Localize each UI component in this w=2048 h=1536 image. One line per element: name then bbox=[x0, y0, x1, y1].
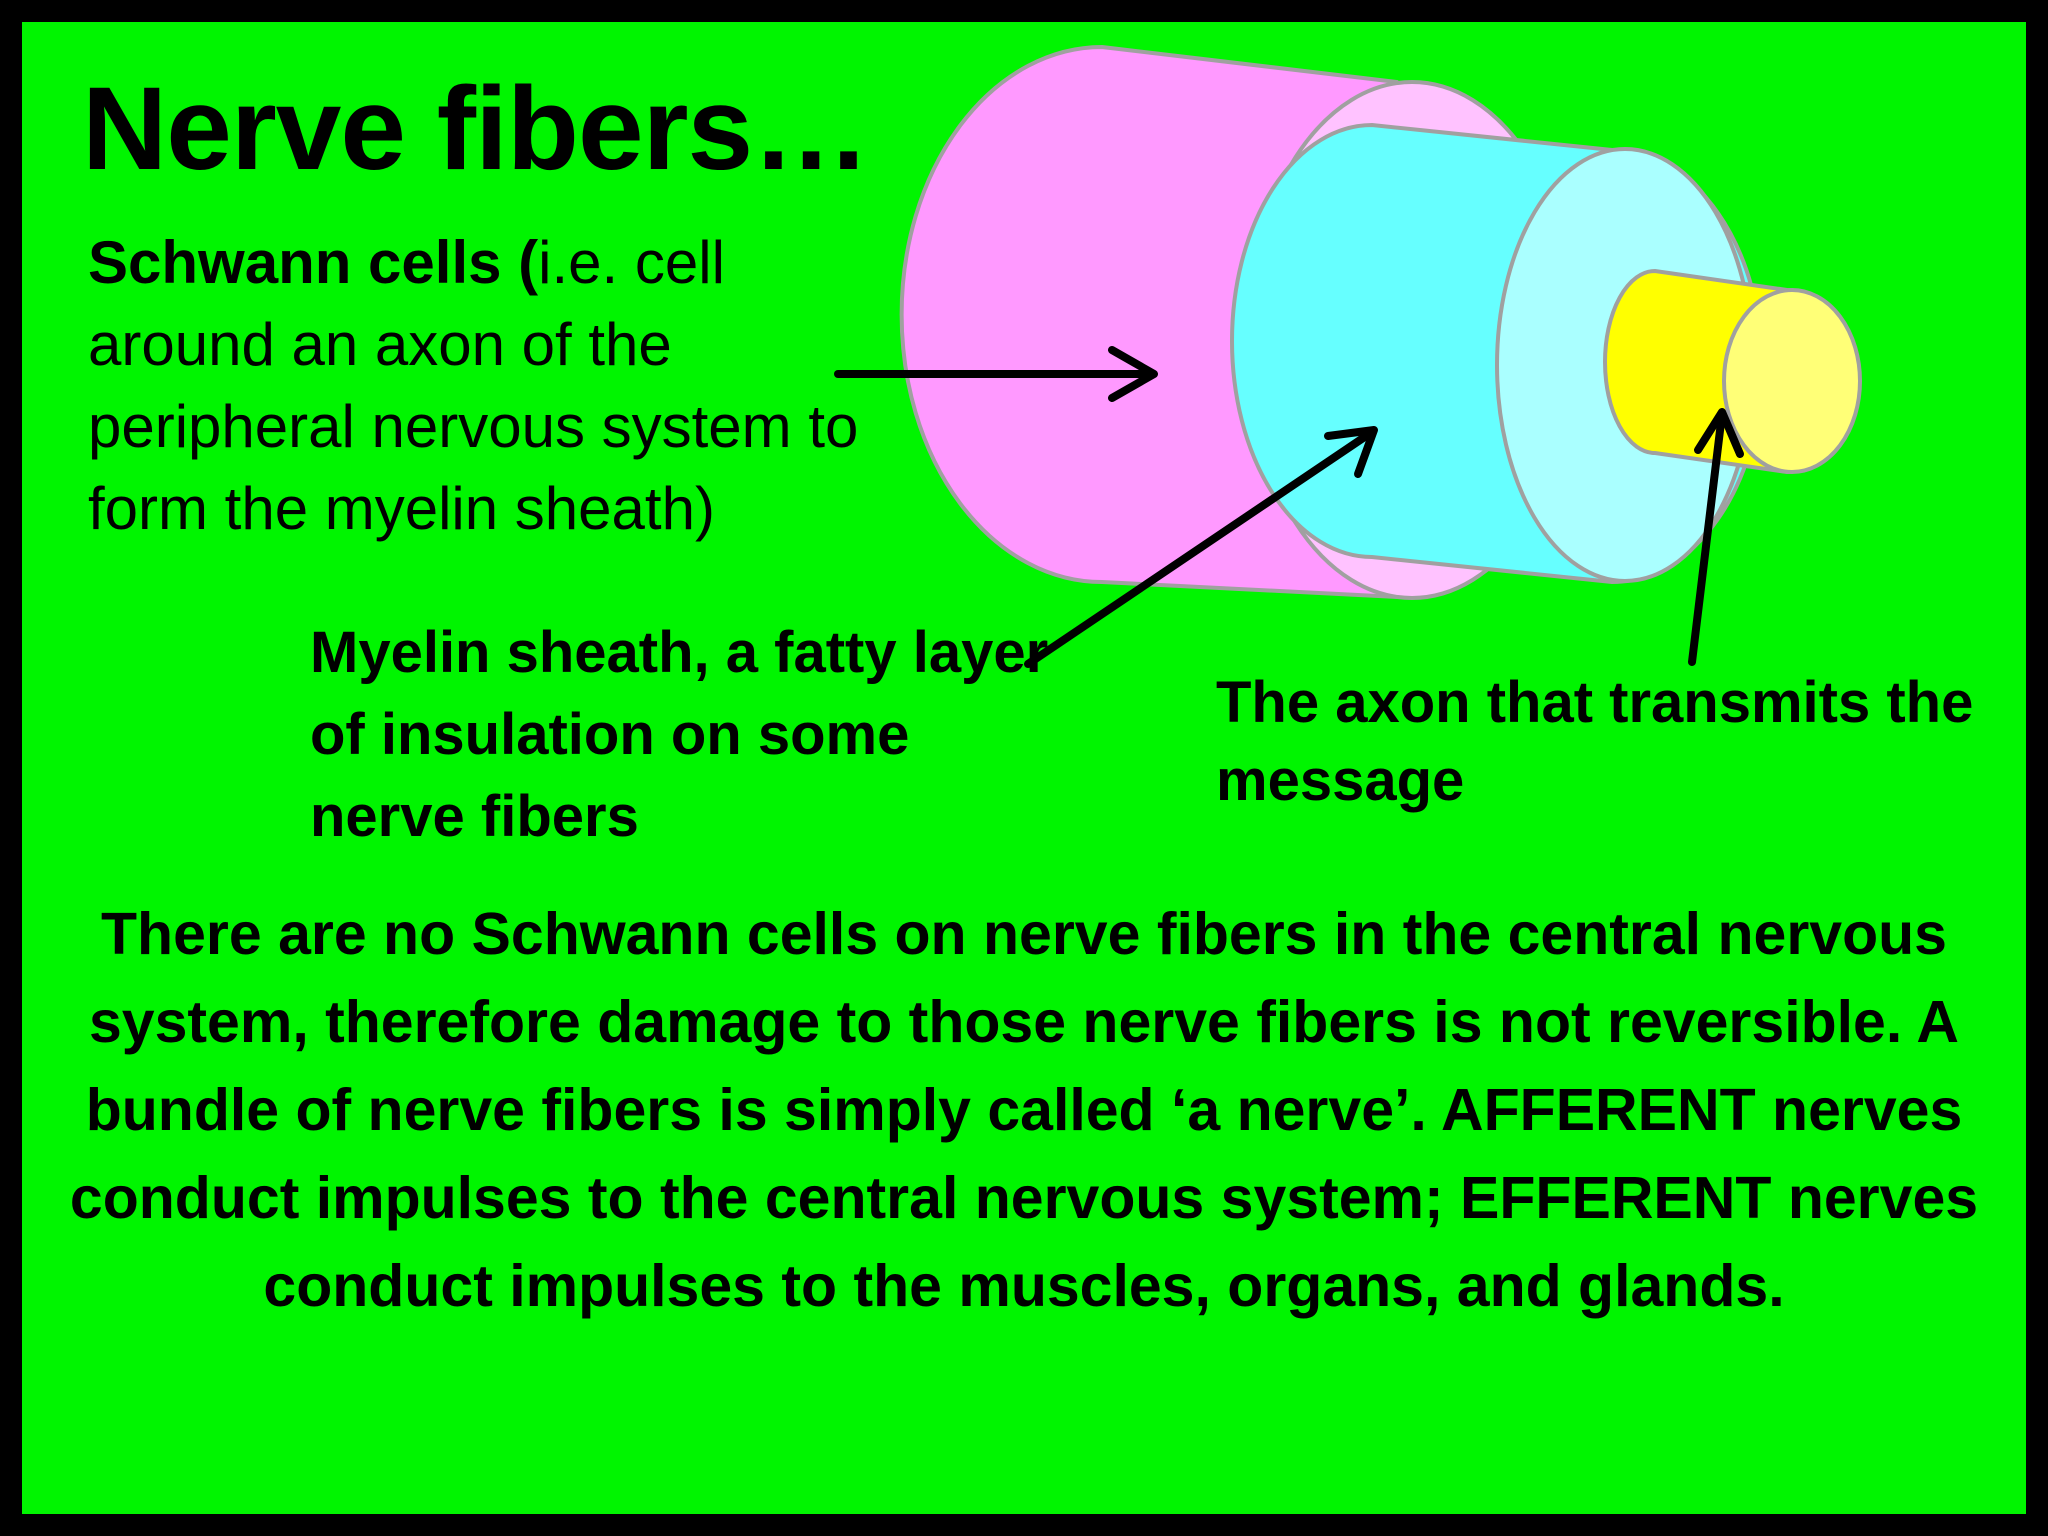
axon-face bbox=[1722, 288, 1862, 474]
slide: Nerve fibers… Schwann cells (i.e. cell a… bbox=[22, 22, 2026, 1514]
axon-label: The axon that transmits the message bbox=[1216, 670, 1974, 813]
schwann-cells-definition: i.e. cell around an axon of the peripher… bbox=[88, 229, 859, 542]
schwann-cells-label: Schwann cells (i.e. cell around an axon … bbox=[88, 222, 928, 550]
myelin-sheath-label: Myelin sheath, a fatty layer of insulati… bbox=[310, 620, 1049, 849]
nerve-fiber-diagram bbox=[834, 44, 1862, 668]
slide-title: Nerve fibers… bbox=[82, 63, 870, 195]
body-paragraph: There are no Schwann cells on nerve fibe… bbox=[69, 901, 1979, 1319]
myelin-arrow bbox=[1024, 426, 1378, 668]
schwann-arrow bbox=[834, 346, 1158, 402]
schwann-cells-term: Schwann cells ( bbox=[88, 229, 539, 296]
axon-arrow bbox=[1688, 408, 1744, 666]
